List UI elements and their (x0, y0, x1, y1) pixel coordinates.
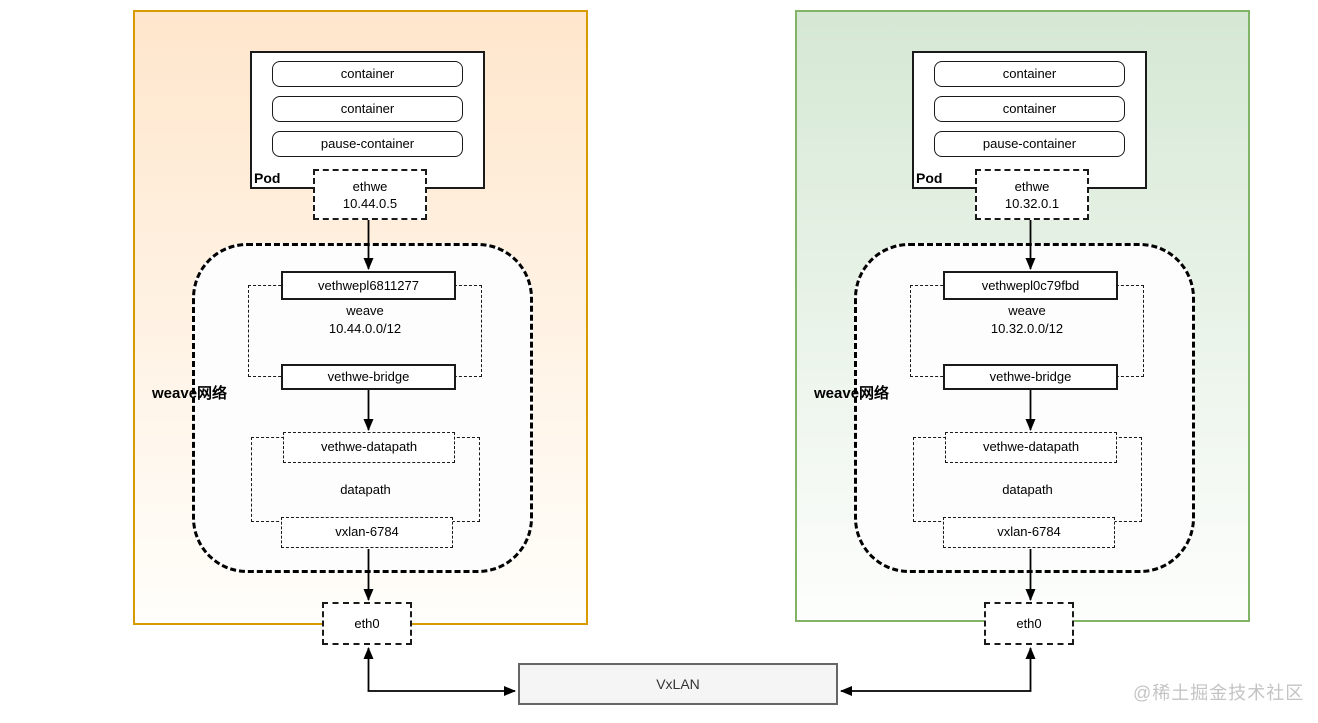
weave-cidr: 10.44.0.0/12 (328, 321, 402, 336)
vethwe-datapath-box: vethwe-datapath (283, 432, 455, 463)
pod-label: Pod (254, 170, 281, 186)
container-box: container (272, 96, 463, 122)
datapath-label: datapath (340, 482, 391, 497)
weave-subnet-label: weave 10.44.0.0/12 (248, 302, 482, 338)
weave-cidr: 10.32.0.0/12 (990, 321, 1064, 336)
pod-box: container container pause-container Pod (250, 51, 485, 189)
eth0-interface-box: eth0 (984, 602, 1074, 645)
vxlan-port-box: vxlan-6784 (281, 517, 453, 548)
watermark: @稀土掘金技术社区 (1133, 683, 1305, 703)
container-box: container (272, 61, 463, 87)
ethwe-interface-box: ethwe 10.32.0.1 (975, 169, 1089, 220)
pause-container-box: pause-container (272, 131, 463, 157)
ethwe-name: ethwe (1014, 178, 1050, 194)
datapath-label: datapath (1002, 482, 1053, 497)
ethwe-interface-box: ethwe 10.44.0.5 (313, 169, 427, 220)
container-box: container (934, 96, 1125, 122)
container-box: container (934, 61, 1125, 87)
weave-subnet-label: weave 10.32.0.0/12 (910, 302, 1144, 338)
weave-name: weave (346, 303, 384, 318)
ethwe-ip: 10.44.0.5 (342, 195, 398, 211)
veth-pl-box: vethwepl0c79fbd (943, 271, 1118, 300)
eth0-interface-box: eth0 (322, 602, 412, 645)
weave-network-boundary: weave 10.32.0.0/12 datapath vethwepl0c79… (814, 243, 1195, 573)
weave-network-boundary: weave 10.44.0.0/12 datapath vethwepl6811… (152, 243, 533, 573)
weave-name: weave (1008, 303, 1046, 318)
vethwe-bridge-box: vethwe-bridge (281, 364, 456, 390)
veth-pl-box: vethwepl6811277 (281, 271, 456, 300)
vethwe-datapath-box: vethwe-datapath (945, 432, 1117, 463)
ethwe-ip: 10.32.0.1 (1004, 195, 1060, 211)
weave-network-label: weave网络 (152, 385, 228, 402)
pod-label: Pod (916, 170, 943, 186)
node-panel-left: container container pause-container Pod … (133, 10, 588, 645)
vethwe-bridge-box: vethwe-bridge (943, 364, 1118, 390)
vxlan-tunnel-box: VxLAN (518, 663, 838, 705)
ethwe-name: ethwe (352, 178, 388, 194)
pause-container-box: pause-container (934, 131, 1125, 157)
node-panel-right: container container pause-container Pod … (795, 10, 1250, 645)
weave-network-label: weave网络 (814, 385, 890, 402)
vxlan-port-box: vxlan-6784 (943, 517, 1115, 548)
